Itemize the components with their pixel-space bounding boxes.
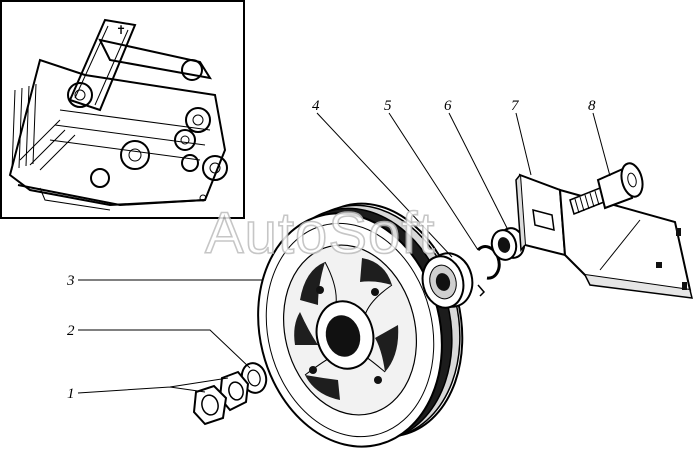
leader-lines	[77, 112, 611, 394]
leader-8	[592, 112, 611, 177]
callout-7: 7	[511, 98, 520, 114]
part-7-bracket	[515, 173, 693, 299]
svg-text:✝: ✝	[116, 23, 126, 37]
leader-2	[78, 329, 251, 369]
part-3-pulley	[257, 202, 464, 448]
part-1-nuts	[192, 370, 250, 426]
callout-3: 3	[66, 273, 75, 289]
leader-4	[316, 112, 453, 258]
inset-machine-view: ✝	[0, 0, 245, 219]
callout-1: 1	[67, 386, 75, 402]
leader-5	[388, 112, 479, 251]
callout-4: 4	[312, 98, 320, 114]
callout-5: 5	[384, 98, 392, 114]
callout-6: 6	[444, 98, 452, 114]
watermark: AutoSoft	[205, 201, 435, 266]
part-6-seal	[490, 227, 526, 261]
leader-6	[448, 112, 509, 231]
part-4-bearing	[421, 252, 474, 309]
callout-2: 2	[67, 323, 75, 339]
leader-7	[515, 112, 532, 176]
part-8-axle	[569, 162, 644, 216]
callout-labels: 1 2 3 4 5 6 7 8	[66, 98, 596, 402]
callout-8: 8	[588, 98, 596, 114]
leader-1	[77, 377, 229, 394]
